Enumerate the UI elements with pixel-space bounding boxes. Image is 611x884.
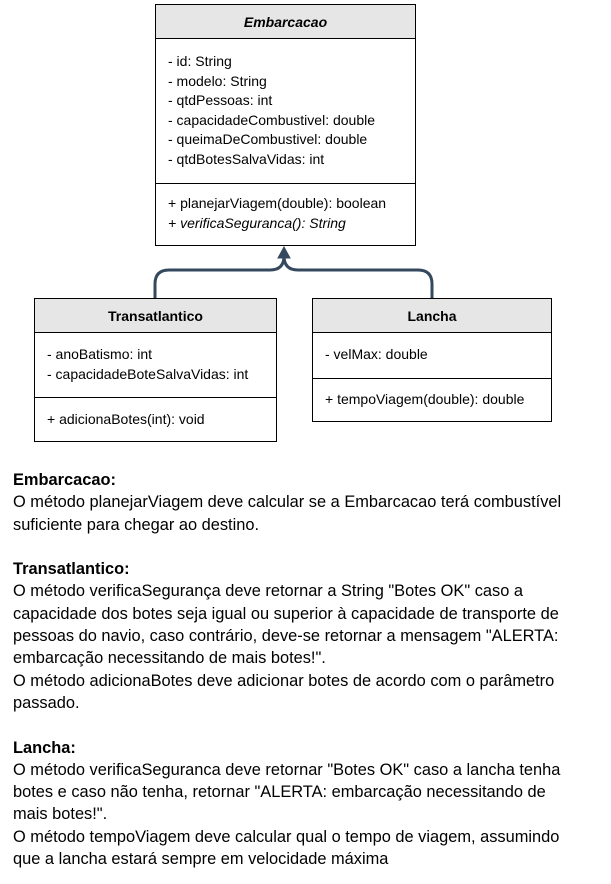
- attribute: - anoBatismo: int: [47, 346, 153, 362]
- section-heading: Lancha:: [13, 738, 76, 757]
- text-line: O método verificaSegurança deve retornar…: [13, 582, 523, 601]
- method: + planejarViagem(double): boolean: [168, 195, 387, 211]
- attribute: - queimaDeCombustivel: double: [168, 131, 368, 148]
- class-embarcacao-attributes: - id: String - modelo: String - qtdPesso…: [156, 39, 415, 184]
- text-line: O método tempoViagem deve calcular qual …: [13, 827, 560, 846]
- method-abstract: + verificaSeguranca(): String: [168, 214, 346, 231]
- attribute: - velMax: double: [325, 346, 428, 362]
- text-line: suficiente para chegar ao destino.: [13, 515, 260, 534]
- inheritance-arrowhead: [277, 245, 291, 259]
- text-line: que a lancha estará sempre em velocidade…: [13, 850, 389, 869]
- text-line: O método adicionaBotes deve adicionar bo…: [13, 671, 555, 690]
- description-lancha: Lancha: O método verificaSeguranca deve …: [13, 737, 605, 871]
- attribute: - qtdBotesSalvaVidas: int: [168, 150, 325, 167]
- attribute: - capacidadeBoteSalvaVidas: int: [47, 365, 249, 382]
- text-line: capacidade dos botes seja igual ou super…: [13, 604, 559, 623]
- inheritance-line-lancha: [282, 255, 434, 298]
- class-transatlantico-header: Transatlantico: [35, 299, 276, 333]
- text-line: passado.: [13, 693, 80, 712]
- inheritance-line-transatlantico: [153, 255, 286, 298]
- text-line: botes e caso não tenha, retornar "ALERTA…: [13, 783, 546, 802]
- method: + tempoViagem(double): double: [325, 391, 525, 407]
- text-line: mais botes!".: [13, 805, 108, 824]
- attribute: - capacidadeCombustivel: double: [168, 111, 376, 128]
- class-lancha[interactable]: Lancha - velMax: double + tempoViagem(do…: [312, 298, 552, 422]
- text-line: O método verificaSeguranca deve retornar…: [13, 760, 561, 779]
- class-transatlantico[interactable]: Transatlantico - anoBatismo: int - capac…: [34, 298, 277, 442]
- class-lancha-attributes: - velMax: double: [313, 333, 551, 379]
- class-embarcacao-methods: + planejarViagem(double): boolean + veri…: [156, 184, 415, 233]
- description-embarcacao: Embarcacao: O método planejarViagem deve…: [13, 469, 605, 536]
- attribute: - qtdPessoas: int: [168, 92, 273, 109]
- text-line: embarcação necessitando de mais botes!".: [13, 649, 326, 668]
- class-transatlantico-attributes: - anoBatismo: int - capacidadeBoteSalvaV…: [35, 333, 276, 398]
- class-lancha-name: Lancha: [407, 307, 457, 324]
- description-transatlantico: Transatlantico: O método verificaSeguran…: [13, 558, 605, 714]
- section-heading: Transatlantico:: [13, 560, 130, 579]
- class-transatlantico-name: Transatlantico: [108, 307, 203, 324]
- class-transatlantico-methods: + adicionaBotes(int): void: [35, 398, 276, 430]
- attribute: - modelo: String: [168, 72, 267, 89]
- class-lancha-methods: + tempoViagem(double): double: [313, 379, 551, 410]
- text-line: O método planejarViagem deve calcular se…: [13, 493, 562, 512]
- description: Embarcacao: O método planejarViagem deve…: [13, 469, 605, 870]
- class-lancha-header: Lancha: [313, 299, 551, 333]
- method: + adicionaBotes(int): void: [47, 411, 205, 427]
- section-heading: Embarcacao:: [13, 471, 116, 489]
- text-line: pessoas do navio, caso contrário, deve-s…: [13, 627, 559, 646]
- class-embarcacao-header: Embarcacao: [156, 5, 415, 39]
- class-embarcacao-name: Embarcacao: [243, 13, 328, 30]
- attribute: - id: String: [168, 53, 232, 69]
- class-embarcacao[interactable]: Embarcacao - id: String - modelo: String…: [155, 4, 416, 246]
